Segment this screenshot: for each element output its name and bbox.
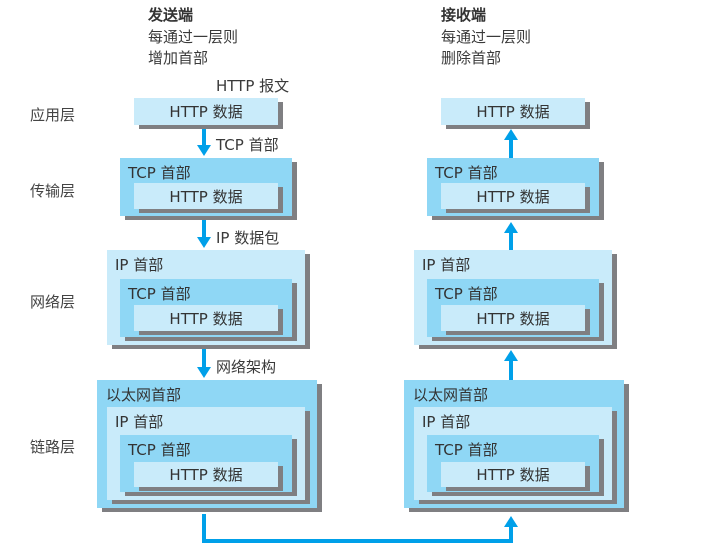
receiver-transport-tcp-box: TCP 首部 HTTP 数据 [427,158,599,216]
sender-desc-line2: 增加首部 [148,49,209,67]
sender-title: 发送端 [148,6,194,24]
receiver-link-ip-box: IP 首部 TCP 首部 HTTP 数据 [414,407,612,500]
ethernet-header-label: 以太网首部 [413,386,489,404]
receiver-network-http-box: HTTP 数据 [441,305,585,331]
receiver-desc-line2: 删除首部 [441,49,502,67]
http-data-label: HTTP 数据 [476,309,550,328]
tcp-header-label: TCP 首部 [128,164,191,182]
receiver-link-ethernet-box: 以太网首部 IP 首部 TCP 首部 HTTP 数据 [404,380,624,508]
arrow-down-network-to-link [197,348,211,378]
receiver-title: 接收端 [441,6,487,24]
ip-header-label: IP 首部 [422,256,471,274]
receiver-network-tcp-box: TCP 首部 HTTP 数据 [427,279,599,337]
layer-label-link: 链路层 [30,438,76,456]
ip-header-label: IP 首部 [115,256,164,274]
arrow-down-app-to-transport [197,126,211,156]
http-data-label: HTTP 数据 [476,187,550,206]
http-data-label: HTTP 数据 [169,103,243,121]
receiver-network-ip-box: IP 首部 TCP 首部 HTTP 数据 [414,250,612,345]
arrow-up-transport-to-app [504,129,518,158]
sender-link-http-box: HTTP 数据 [134,462,278,487]
layer-label-application: 应用层 [30,106,76,124]
arrow-up-link-to-network [504,350,518,380]
receiver-app-http-box: HTTP 数据 [441,98,585,125]
sender-transport-tcp-box: TCP 首部 HTTP 数据 [120,158,292,216]
sender-link-ethernet-box: 以太网首部 IP 首部 TCP 首部 HTTP 数据 [97,380,317,508]
receiver-desc-line1: 每通过一层则 [441,28,532,46]
receiver-link-tcp-box: TCP 首部 HTTP 数据 [427,435,599,492]
http-data-label: HTTP 数据 [169,187,243,206]
receiver-link-http-box: HTTP 数据 [441,462,585,487]
http-data-label: HTTP 数据 [169,466,243,484]
arrow-down-transport-to-network [197,218,211,248]
physical-link-connector [202,514,518,543]
tcp-header-label: TCP 首部 [435,285,498,303]
sender-link-tcp-box: TCP 首部 HTTP 数据 [120,435,292,492]
arrow-up-network-to-transport [504,222,518,250]
layer-label-transport: 传输层 [30,182,76,200]
tcp-header-label: TCP 首部 [435,164,498,182]
ip-header-label: IP 首部 [115,413,164,431]
tcp-header-label: TCP 首部 [128,441,191,459]
ip-packet-arrow-label: IP 数据包 [216,229,280,247]
sender-network-ip-box: IP 首部 TCP 首部 HTTP 数据 [107,250,305,345]
http-data-label: HTTP 数据 [476,466,550,484]
tcp-header-arrow-label: TCP 首部 [216,136,279,154]
tcp-header-label: TCP 首部 [128,285,191,303]
sender-link-ip-box: IP 首部 TCP 首部 HTTP 数据 [107,407,305,500]
sender-app-http-box: HTTP 数据 [134,98,278,125]
tcp-header-label: TCP 首部 [435,441,498,459]
sender-network-tcp-box: TCP 首部 HTTP 数据 [120,279,292,337]
sender-transport-http-box: HTTP 数据 [134,183,278,209]
sender-desc-line1: 每通过一层则 [148,28,239,46]
sender-network-http-box: HTTP 数据 [134,305,278,331]
http-data-label: HTTP 数据 [169,309,243,328]
network-arch-arrow-label: 网络架构 [216,358,277,376]
ethernet-header-label: 以太网首部 [106,386,182,404]
http-message-label: HTTP 报文 [216,77,290,95]
http-data-label: HTTP 数据 [476,103,550,121]
receiver-transport-http-box: HTTP 数据 [441,183,585,209]
ip-header-label: IP 首部 [422,413,471,431]
layer-label-network: 网络层 [30,293,76,311]
